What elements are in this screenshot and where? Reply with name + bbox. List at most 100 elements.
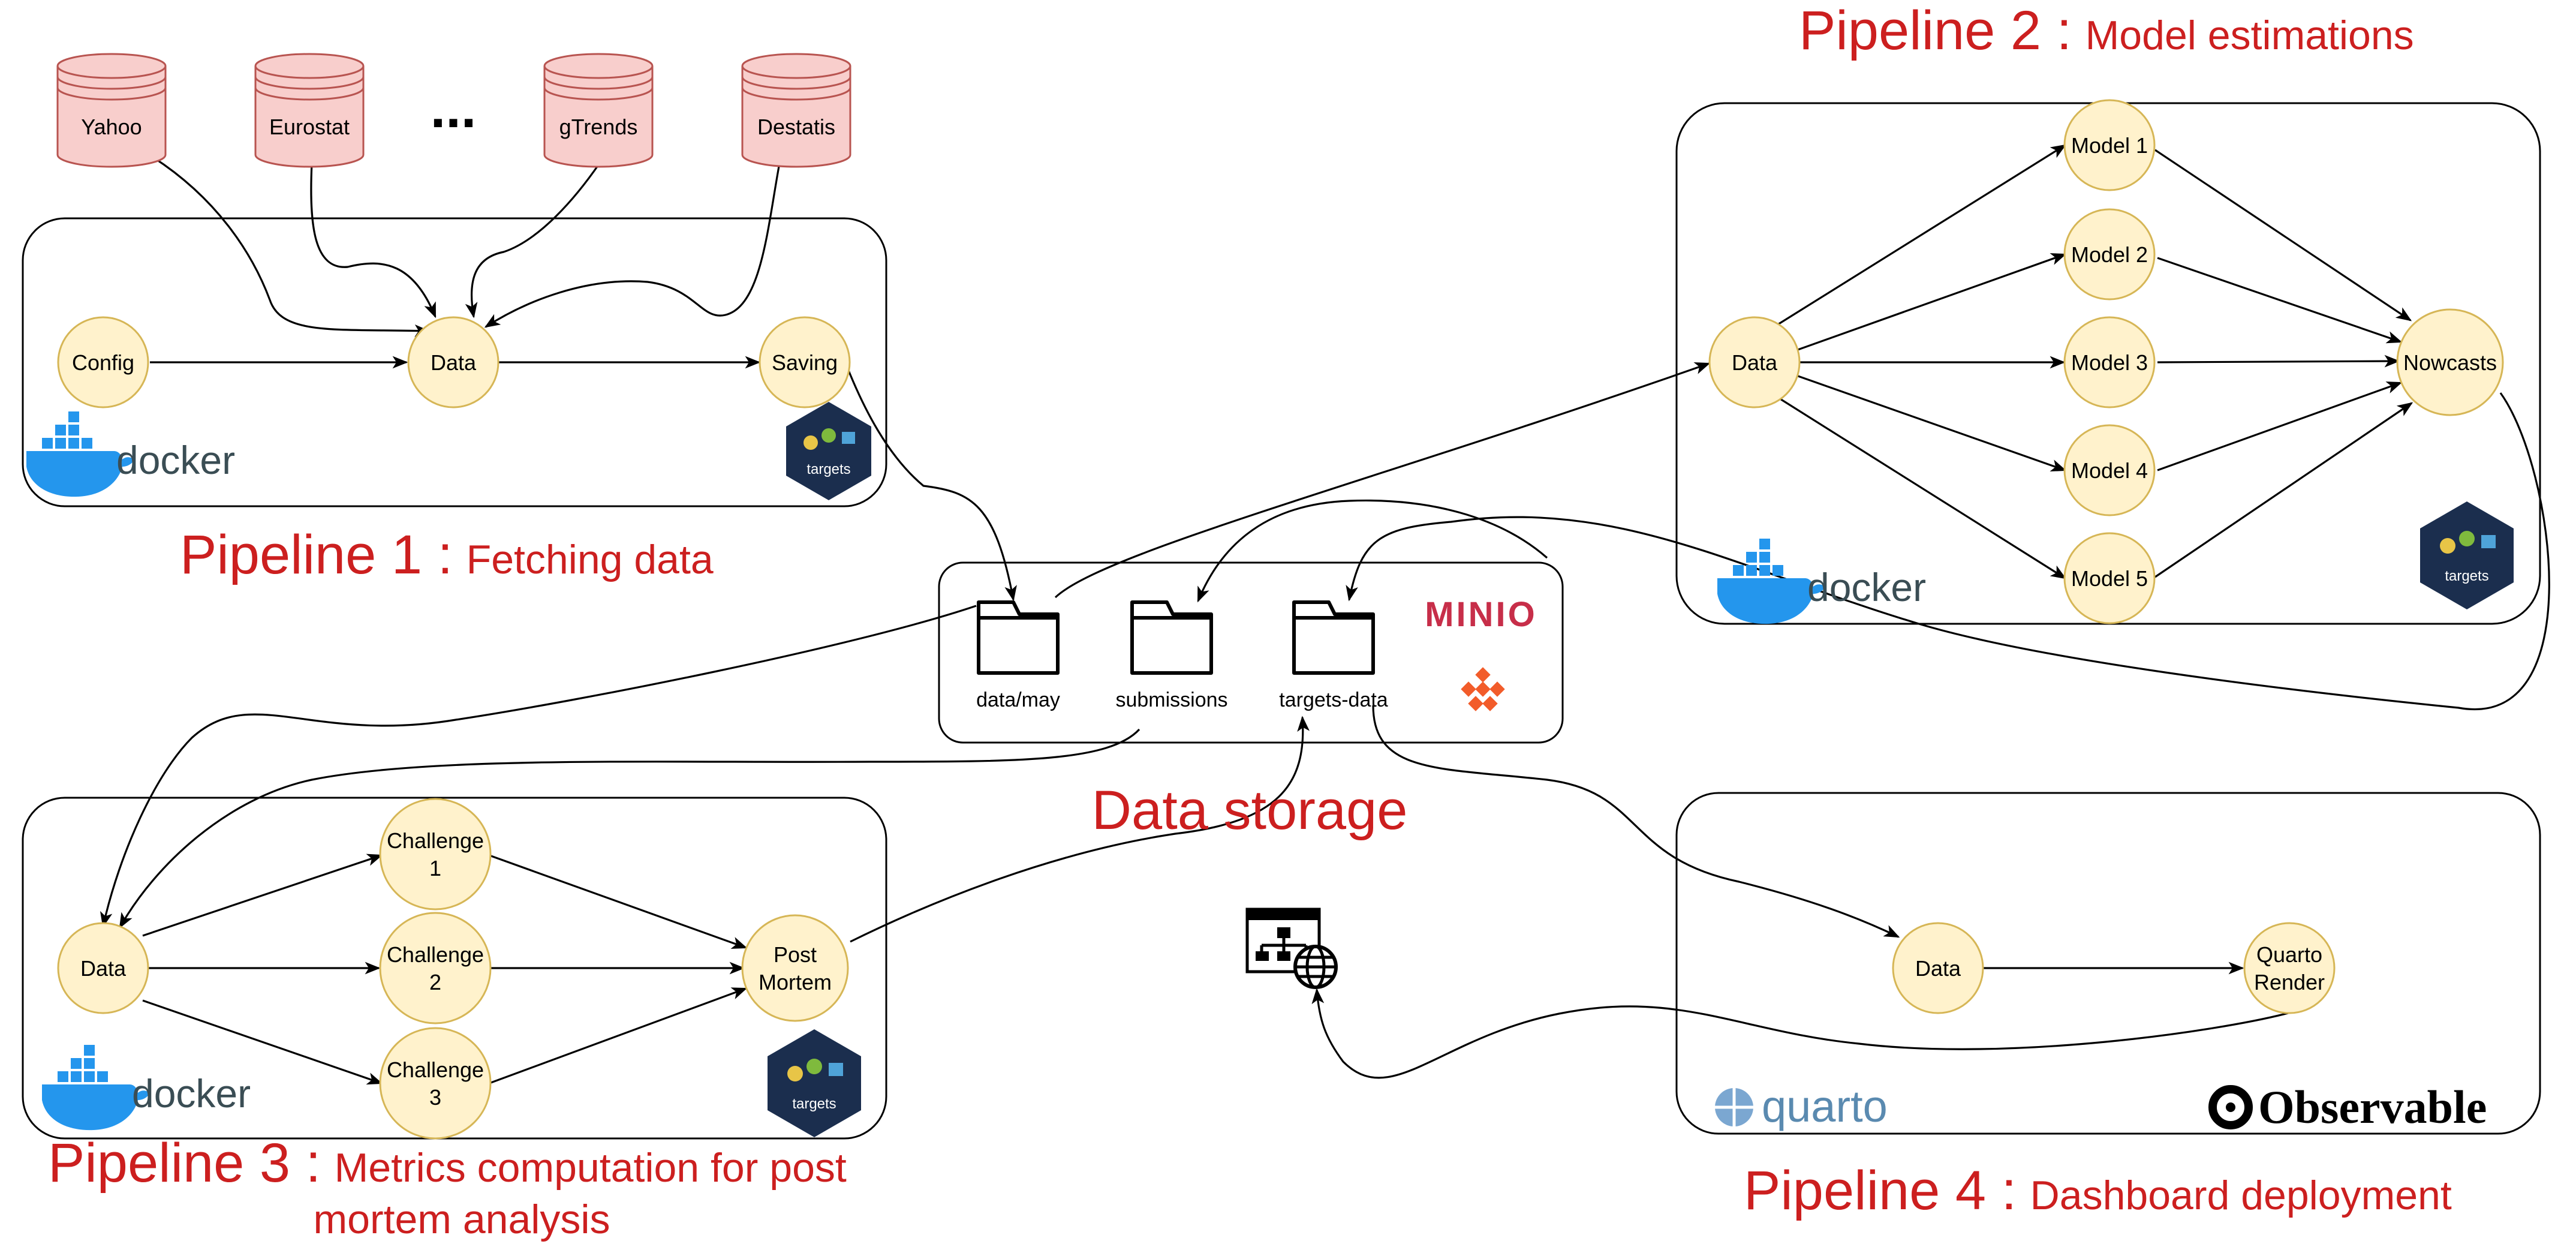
pipeline3-title-sub2: mortem analysis bbox=[313, 1197, 610, 1242]
p2-model3-label: Model 3 bbox=[2071, 350, 2148, 375]
p4-qr-line1: Quarto bbox=[2256, 942, 2322, 967]
p2-model4-label: Model 4 bbox=[2071, 458, 2148, 483]
edge-p2data-m4 bbox=[1792, 373, 2067, 472]
p3-node-postmortem: Post Mortem bbox=[741, 914, 849, 1022]
p2-model1-label: Model 1 bbox=[2071, 133, 2148, 158]
pipeline2-title-sub: Model estimations bbox=[2086, 13, 2414, 58]
p2-node-model1: Model 1 bbox=[2063, 99, 2156, 191]
p3-ch2-line2: 2 bbox=[429, 970, 441, 994]
observable-logo: Observable bbox=[2208, 1081, 2487, 1133]
edge-ch1-pm bbox=[489, 854, 748, 949]
edge-m2-now bbox=[2157, 257, 2403, 344]
edge-p3data-ch1 bbox=[142, 854, 383, 937]
folder-submissions-label: submissions bbox=[1115, 689, 1227, 711]
p2-data-label: Data bbox=[1732, 350, 1778, 375]
p3-ch1-line1: Challenge bbox=[387, 828, 484, 853]
edge-saving-datamay bbox=[845, 365, 1017, 602]
pipeline1-container bbox=[22, 217, 887, 507]
edge-datamay-p2data bbox=[1054, 362, 1711, 599]
edge-p2data-m5 bbox=[1777, 396, 2067, 579]
p3-node-data: Data bbox=[57, 922, 149, 1014]
p2-node-model4: Model 4 bbox=[2063, 424, 2156, 516]
targets-wordmark-p2: targets bbox=[2445, 568, 2488, 584]
pipeline3-title-sub1: Metrics computation for post bbox=[335, 1145, 847, 1191]
edge-datamay-p3data bbox=[100, 605, 977, 928]
edge-destatis-data bbox=[484, 163, 781, 328]
edge-yahoo-data bbox=[152, 156, 431, 337]
p4-node-data: Data bbox=[1892, 922, 1984, 1014]
edge-quarto-website bbox=[1311, 988, 2291, 1079]
observable-wordmark: Observable bbox=[2258, 1081, 2487, 1133]
folder-targetsdata-label: targets-data bbox=[1279, 689, 1388, 711]
pipeline4-title: Pipeline 4 : Dashboard deployment bbox=[1744, 1160, 2452, 1221]
targets-logo-p3: targets bbox=[768, 1029, 861, 1137]
docker-whale-icon bbox=[26, 411, 134, 497]
edge-p3data-ch3 bbox=[142, 999, 383, 1085]
observable-ring-icon bbox=[2208, 1085, 2253, 1129]
p1-node-saving: Saving bbox=[759, 316, 851, 408]
p3-ch2-line1: Challenge bbox=[387, 942, 484, 967]
edge-nowcasts-submissions bbox=[1197, 499, 1548, 603]
parquet-icon bbox=[1461, 667, 1505, 711]
p3-pm-line1: Post bbox=[774, 942, 817, 967]
edge-submissions-p3data bbox=[119, 728, 1140, 929]
p3-node-challenge2: Challenge 2 bbox=[379, 912, 492, 1024]
folder-datamay: data/may bbox=[976, 600, 1060, 711]
quarto-wordmark: quarto bbox=[1762, 1081, 1888, 1131]
p1-data-label: Data bbox=[431, 350, 477, 375]
docker-logo-p1: docker bbox=[26, 411, 235, 497]
source-eurostat: Eurostat bbox=[254, 53, 365, 168]
quarto-logo: quarto bbox=[1715, 1081, 1888, 1131]
edge-p2data-m2 bbox=[1792, 253, 2067, 353]
docker-whale-icon bbox=[42, 1045, 150, 1131]
website-sitemap-icon bbox=[1245, 908, 1338, 989]
folder-submissions: submissions bbox=[1115, 600, 1228, 711]
p2-node-model3: Model 3 bbox=[2063, 316, 2156, 408]
edge-nowcasts-targetsdata bbox=[1346, 392, 2550, 711]
p1-saving-label: Saving bbox=[772, 350, 838, 375]
edges bbox=[100, 144, 2550, 1085]
p2-model5-label: Model 5 bbox=[2071, 566, 2148, 591]
edge-gtrends-data bbox=[465, 163, 601, 318]
edge-m5-now bbox=[2154, 402, 2414, 578]
p3-node-challenge3: Challenge 3 bbox=[379, 1027, 492, 1140]
source-gtrends-label: gTrends bbox=[559, 115, 638, 139]
p2-node-model2: Model 2 bbox=[2063, 208, 2156, 301]
pipeline3-title: Pipeline 3 : Metrics computation for pos… bbox=[48, 1132, 847, 1194]
source-yahoo: Yahoo bbox=[56, 53, 167, 168]
targets-hex-icon bbox=[2420, 501, 2514, 609]
pipeline2-title: Pipeline 2 : Model estimations bbox=[1799, 0, 2414, 61]
storage-title: Data storage bbox=[1092, 780, 1408, 841]
docker-whale-icon bbox=[1717, 539, 1825, 624]
p4-qr-line2: Render bbox=[2254, 970, 2325, 994]
folder-datamay-label: data/may bbox=[976, 689, 1060, 711]
pipeline3-title-main: Pipeline 3 : bbox=[48, 1132, 321, 1194]
edge-ch3-pm bbox=[489, 987, 748, 1084]
targets-wordmark-p1: targets bbox=[806, 461, 850, 477]
p3-data-label: Data bbox=[80, 956, 127, 981]
p2-node-model5: Model 5 bbox=[2063, 532, 2156, 624]
pipeline4-title-main: Pipeline 4 : bbox=[1744, 1160, 2017, 1221]
p4-data-label: Data bbox=[1915, 956, 1961, 981]
p3-ch3-line1: Challenge bbox=[387, 1057, 484, 1082]
pipeline2-title-main: Pipeline 2 : bbox=[1799, 0, 2072, 61]
source-destatis: Destatis bbox=[741, 53, 851, 168]
storage-container bbox=[938, 561, 1564, 744]
p2-node-nowcasts: Nowcasts bbox=[2396, 308, 2504, 416]
source-destatis-label: Destatis bbox=[757, 115, 835, 139]
p1-node-data: Data bbox=[407, 316, 499, 408]
quarto-quadrant-icon bbox=[1715, 1088, 1753, 1126]
source-gtrends: gTrends bbox=[543, 53, 654, 168]
p1-node-config: Config bbox=[57, 316, 149, 408]
edge-pm-targetsdata bbox=[850, 716, 1310, 943]
p1-config-label: Config bbox=[72, 350, 134, 375]
edge-targetsdata-p4data bbox=[1372, 705, 1900, 938]
edge-m3-now bbox=[2157, 354, 2400, 368]
docker-wordmark-p1: docker bbox=[116, 438, 235, 482]
docker-logo-p2: docker bbox=[1717, 539, 1926, 624]
edge-p2data-m1 bbox=[1774, 144, 2067, 327]
targets-wordmark-p3: targets bbox=[792, 1096, 836, 1112]
p3-ch3-line2: 3 bbox=[429, 1085, 441, 1110]
targets-logo-p2: targets bbox=[2420, 501, 2514, 609]
